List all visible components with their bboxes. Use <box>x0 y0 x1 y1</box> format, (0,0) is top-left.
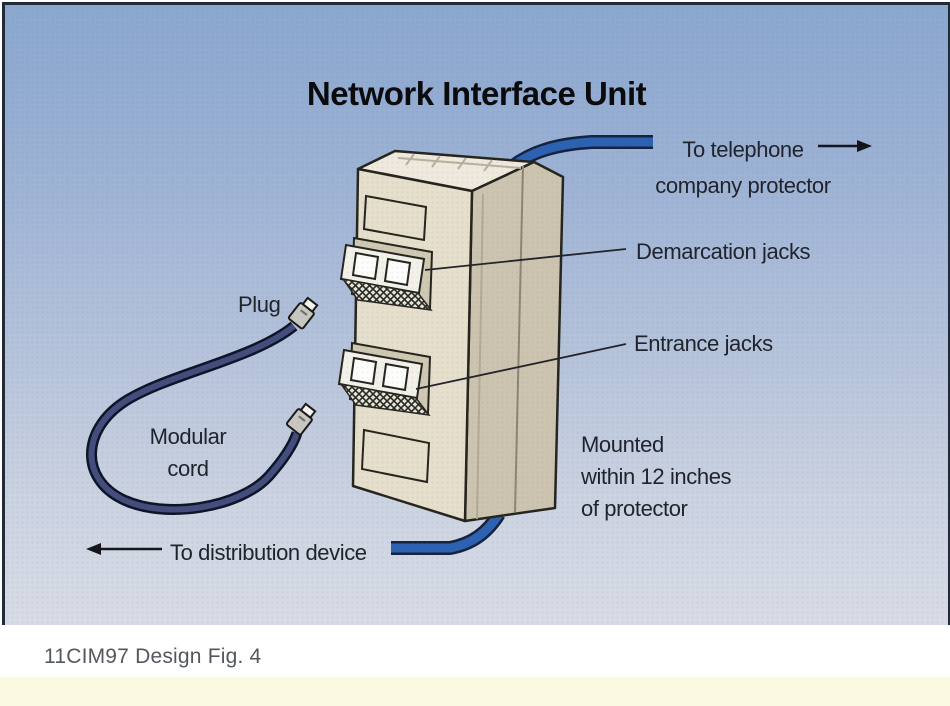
label-entrance-jacks: Entrance jacks <box>634 331 773 356</box>
modular-cord <box>86 321 303 515</box>
label-modular-cord-line1: Modular <box>149 424 227 449</box>
niu-box <box>351 149 565 523</box>
entrance-leader-line <box>415 343 627 390</box>
figure-caption: 11CIM97 Design Fig. 4 <box>44 645 262 668</box>
distribution-cable <box>391 510 505 555</box>
label-mounted-line2: within 12 inches <box>581 464 732 489</box>
box-top-ridge <box>397 157 522 169</box>
diagram-panel: Network Interface Unit <box>2 2 950 628</box>
label-telephone-line1: To telephone <box>682 137 804 162</box>
demarcation-leader-line <box>424 248 627 271</box>
box-upper-plate <box>362 194 428 242</box>
plug-upper <box>287 296 319 330</box>
label-distribution: To distribution device <box>170 540 367 565</box>
label-mounted: Mounted within 12 inches of protector <box>581 429 732 525</box>
arrow-right-icon <box>818 140 872 152</box>
box-side-seam <box>476 193 484 520</box>
label-plug: Plug <box>238 292 281 317</box>
box-top-tabs <box>405 153 493 172</box>
demarcation-jacks-block <box>339 236 434 311</box>
label-demarcation-jacks: Demarcation jacks <box>636 239 811 264</box>
label-mounted-line3: of protector <box>581 496 688 521</box>
diagram-title: Network Interface Unit <box>306 75 647 112</box>
niu-illustration <box>86 135 872 555</box>
box-side-seam <box>514 165 524 513</box>
label-telephone-line2: company protector <box>655 173 831 198</box>
entrance-jacks-block <box>337 341 432 416</box>
label-mounted-line1: Mounted <box>581 432 664 457</box>
caption-bar: 11CIM97 Design Fig. 4 <box>0 625 950 677</box>
label-telephone: To telephone company protector <box>630 132 856 204</box>
plug-lower <box>285 402 317 436</box>
label-modular-cord-line2: cord <box>167 456 209 481</box>
bottom-strip <box>0 677 950 706</box>
label-modular-cord: Modular cord <box>123 421 253 485</box>
arrow-left-icon <box>86 543 162 555</box>
box-front-face <box>351 167 474 523</box>
box-lower-plate <box>360 428 431 484</box>
